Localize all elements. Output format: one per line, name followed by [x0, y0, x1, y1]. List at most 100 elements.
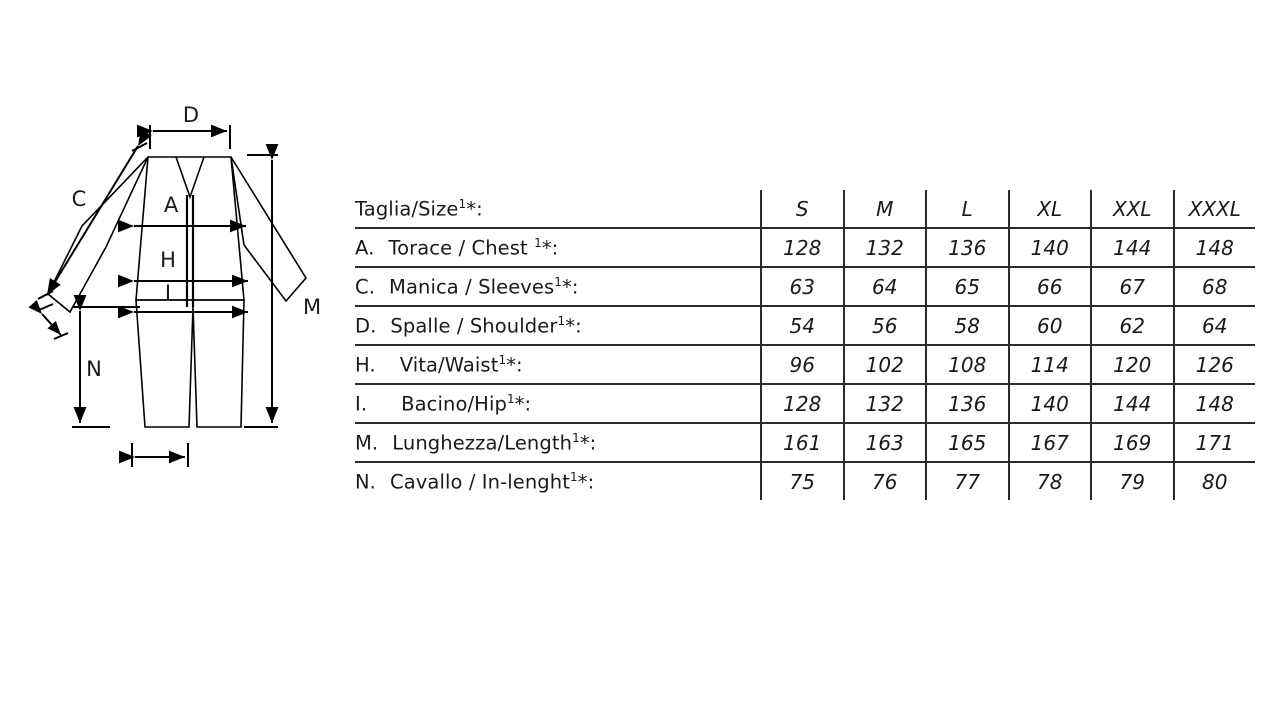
row-name: Lunghezza/Length: [392, 431, 573, 455]
cuff-tick-bottom: [53, 332, 69, 340]
table-row: A.Torace / Chest 1*: 128 132 136 140 144…: [355, 228, 1255, 268]
row-suffix: *:: [577, 470, 595, 494]
coverall-svg: D C A H I M N: [28, 103, 321, 467]
cell-value: 63: [760, 267, 844, 307]
c-tick-top: [131, 142, 148, 152]
cuff-arrow: [28, 299, 62, 336]
c-arrow: [46, 129, 152, 296]
table-row: N.Cavallo / In-lenght1*: 75 76 77 78 79 …: [355, 462, 1255, 500]
cell-value: 66: [1007, 267, 1091, 307]
row-name: Vita/Waist: [399, 353, 499, 377]
header-sup: 1: [458, 196, 467, 211]
row-suffix: *:: [506, 353, 523, 377]
row-name: Bacino/Hip: [401, 392, 507, 416]
legs-shape: [135, 299, 245, 428]
header-label-text: Taglia/Size: [355, 197, 459, 221]
row-suffix: *:: [514, 392, 532, 416]
cell-value: 79: [1090, 462, 1174, 500]
row-suffix: *:: [562, 275, 579, 299]
cell-value: 102: [842, 345, 926, 385]
cell-value: 77: [925, 462, 1009, 500]
table-row: C.Manica / Sleeves1*: 63 64 65 66 67 68: [355, 267, 1255, 307]
table-row: I.Bacino/Hip1*: 128 132 136 140 144 148: [355, 384, 1255, 424]
size-header-xxxl: XXXL: [1172, 190, 1255, 229]
row-code: M.: [355, 431, 379, 455]
cell-value: 140: [1007, 384, 1091, 424]
table-header-row: Taglia/Size1*: S M L XL XXL XXXL: [355, 190, 1255, 229]
dim-label-I: I: [165, 281, 171, 305]
row-suffix: *:: [579, 431, 597, 455]
measurement-label-cell: I.Bacino/Hip1*:: [355, 384, 761, 424]
cell-value: 75: [760, 462, 844, 500]
dim-label-A: A: [164, 193, 179, 217]
cell-value: 136: [925, 384, 1009, 424]
cell-value: 78: [1007, 462, 1091, 500]
cell-value: 167: [1007, 423, 1091, 463]
sizes-table-body: Taglia/Size1*: S M L XL XXL XXXL A. Torac…: [355, 190, 1255, 500]
cell-value: 67: [1090, 267, 1174, 307]
cell-value: 144: [1090, 384, 1174, 424]
row-sup: 1: [572, 430, 580, 445]
header-label-cell: Taglia/Size1*:: [355, 190, 761, 229]
measurement-label-cell: A. Torace / Chest 1*:: [355, 228, 761, 268]
cell-value: 64: [1172, 306, 1255, 346]
measurement-label-cell: D.Spalle / Shoulder1*:: [355, 306, 761, 346]
cell-value: 126: [1172, 345, 1255, 385]
measurement-label-cell: N. Cavallo / In-lenght1*:: [355, 462, 761, 500]
cell-value: 54: [760, 306, 844, 346]
cell-value: 60: [1007, 306, 1091, 346]
dimension-letters: D C A H I M N: [72, 103, 321, 381]
cell-value: 96: [760, 345, 844, 385]
row-name: Spalle / Shoulder: [390, 314, 558, 338]
row-sup: 1: [498, 352, 507, 367]
size-chart-table: Taglia/Size1*: S M L XL XXL XXXL A. Torac…: [355, 190, 1255, 500]
size-header-xxl: XXL: [1090, 190, 1174, 229]
row-code: N.: [355, 470, 376, 494]
row-name: Manica / Sleeves: [389, 275, 555, 299]
measurement-label-cell: C.Manica / Sleeves1*:: [355, 267, 761, 307]
row-sup: 1: [554, 274, 563, 289]
table-row: D.Spalle / Shoulder1*: 54 56 58 60 62 64: [355, 306, 1255, 346]
row-code: A.: [355, 236, 375, 260]
row-code: H.: [355, 353, 376, 377]
cell-value: 120: [1090, 345, 1174, 385]
garment-diagram: D C A H I M N: [20, 95, 360, 495]
cell-value: 132: [842, 384, 926, 424]
row-code: D.: [355, 314, 377, 338]
dim-label-D: D: [183, 103, 199, 127]
cell-value: 62: [1090, 306, 1174, 346]
row-name: Cavallo / In-lenght: [390, 470, 570, 494]
cell-value: 76: [842, 462, 926, 500]
cell-value: 80: [1172, 462, 1255, 500]
cell-value: 132: [842, 228, 926, 268]
measurement-label-cell: M. Lunghezza/Length1*:: [355, 423, 761, 463]
c-tick-bottom: [37, 290, 54, 300]
left-sleeve: [46, 156, 149, 314]
cell-value: 136: [925, 228, 1009, 268]
size-header-l: L: [925, 190, 1009, 229]
cell-value: 68: [1172, 267, 1255, 307]
cell-value: 140: [1007, 228, 1091, 268]
size-header-s: S: [760, 190, 844, 229]
size-header-xl: XL: [1007, 190, 1091, 229]
torso-shape: [135, 156, 245, 301]
header-suffix: *:: [466, 197, 483, 221]
row-suffix: *:: [541, 236, 559, 260]
cell-value: 65: [925, 267, 1009, 307]
row-sup: 1: [570, 469, 578, 484]
cell-value: 56: [842, 306, 926, 346]
row-name: Torace / Chest: [388, 236, 535, 260]
row-sup: 1: [534, 235, 542, 250]
cell-value: 161: [760, 423, 844, 463]
cell-value: 64: [842, 267, 926, 307]
cell-value: 171: [1172, 423, 1255, 463]
dim-label-M: M: [303, 295, 321, 319]
cell-value: 163: [842, 423, 926, 463]
measurement-label-cell: H. Vita/Waist1*:: [355, 345, 761, 385]
collar-vneck: [175, 156, 205, 200]
dim-label-N: N: [86, 357, 102, 381]
cuff-tick-top: [38, 303, 54, 311]
cell-value: 58: [925, 306, 1009, 346]
cell-value: 144: [1090, 228, 1174, 268]
cell-value: 148: [1172, 228, 1255, 268]
